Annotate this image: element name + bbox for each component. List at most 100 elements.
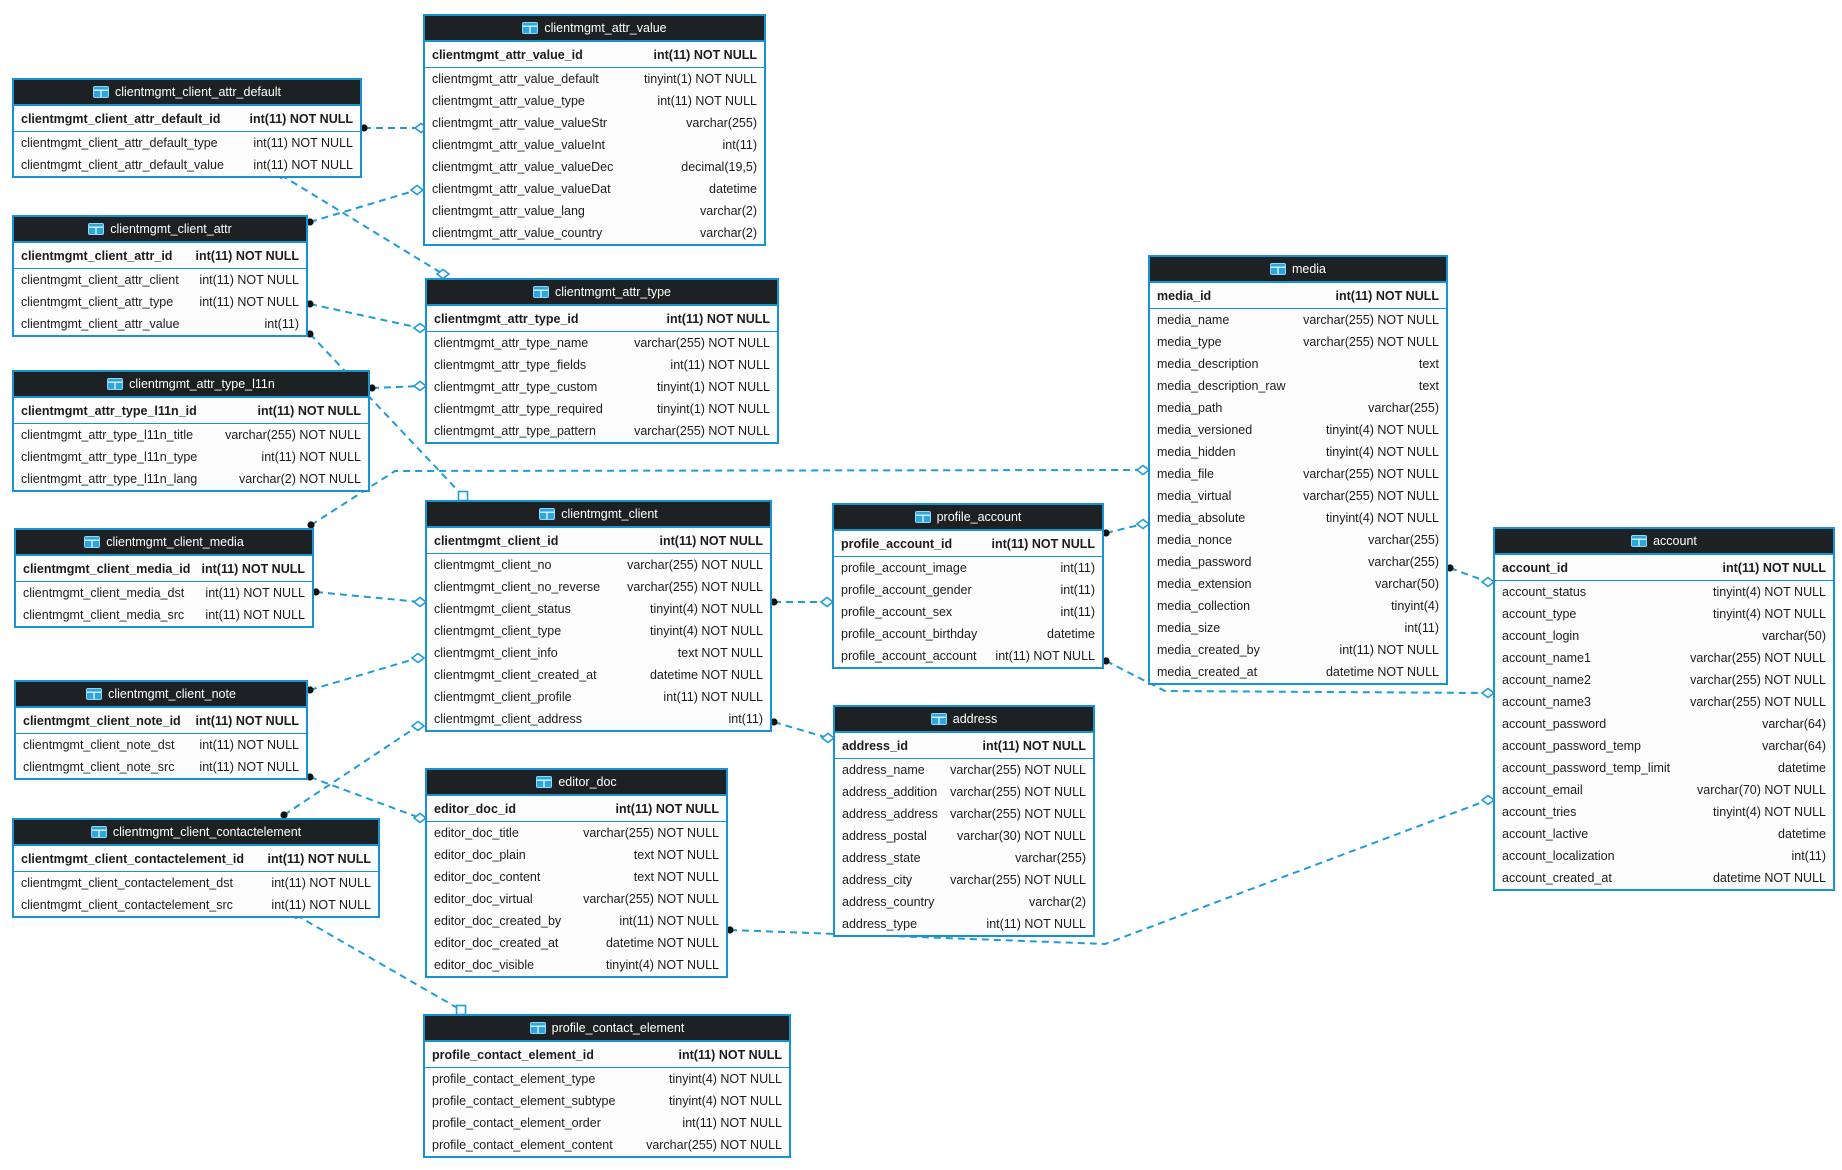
relationship-line-contactelement-client[interactable] [283,725,419,816]
table-header[interactable]: clientmgmt_client_media [16,530,312,556]
table-header[interactable]: clientmgmt_client_attr [14,217,306,243]
relationship-line-attr_default-attr_type[interactable] [280,174,444,275]
table-header[interactable]: media [1150,257,1446,283]
relationship-line-media-account[interactable] [1449,567,1489,583]
table-header[interactable]: clientmgmt_attr_type_l11n [14,372,368,398]
relationship-line-client-address[interactable] [773,721,829,739]
relationship-line-profile_account-media[interactable] [1105,523,1144,534]
relationship-line-attr_type_l11n-attr_type[interactable] [371,385,421,389]
table-header[interactable]: address [835,707,1093,733]
table-header[interactable]: editor_doc [427,770,726,796]
table-header[interactable]: clientmgmt_attr_value [425,16,764,42]
table-clientmgmt_attr_type_l11n[interactable]: clientmgmt_attr_type_l11n clientmgmt_attr… [12,370,370,492]
table-profile_contact_element[interactable]: profile_contact_element profile_contact_e… [423,1014,791,1158]
relationship-line-client_media-client[interactable] [315,591,421,603]
table-header[interactable]: clientmgmt_client_contactelement [14,820,378,846]
table-header[interactable]: account [1495,529,1833,555]
table-header[interactable]: profile_contact_element [425,1016,789,1042]
table-header[interactable]: profile_account [834,505,1102,531]
